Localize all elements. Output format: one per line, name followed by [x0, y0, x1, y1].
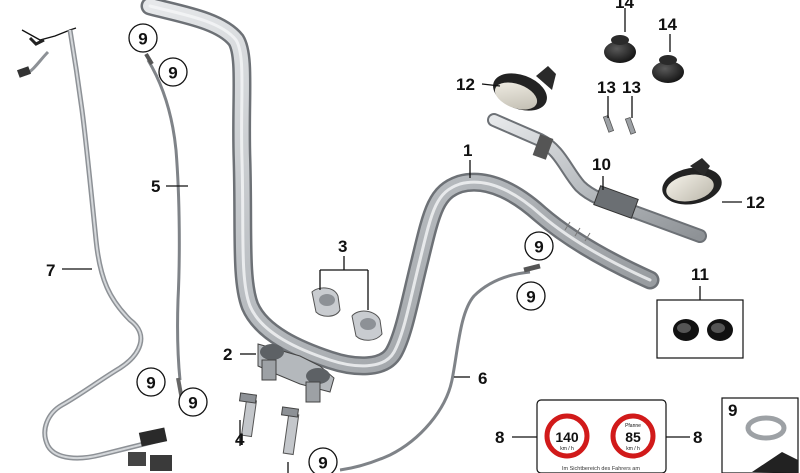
part-13-b: 13	[622, 78, 641, 97]
part-11: 11	[691, 265, 709, 284]
speed-unit-2: km / h	[626, 446, 640, 452]
clutch-cable	[144, 52, 184, 401]
callout-9-f-text: 9	[526, 288, 535, 307]
part-4: 4	[235, 430, 245, 449]
parts-box-11	[656, 299, 744, 359]
part-14-a: 14	[615, 0, 634, 12]
speed-limit-sign-2	[610, 413, 656, 459]
riser-bolts	[238, 392, 300, 456]
speed-2-label: Pfanne	[625, 423, 641, 429]
part-5: 5	[151, 177, 160, 196]
part-8-left: 8	[495, 428, 504, 447]
handlebar-end	[487, 113, 707, 243]
callout-9-c	[136, 367, 166, 397]
clamp-shells	[311, 287, 383, 341]
speed-limit-sign-1	[544, 413, 590, 459]
part-6: 6	[478, 369, 487, 388]
mirror-right	[662, 158, 722, 205]
speed-unit-1: km / h	[560, 446, 574, 452]
callout-9-a	[128, 23, 158, 53]
sign-caption: Im Sichtbereich des Fahrers am	[562, 466, 640, 472]
callout-9-b-text: 9	[168, 64, 177, 83]
part-8-right: 8	[693, 428, 702, 447]
callout-9-f	[516, 281, 546, 311]
handlebar	[140, 0, 660, 376]
callout-9-e	[524, 231, 554, 261]
riser-clamp	[257, 343, 335, 403]
callout-9-c-text: 9	[146, 374, 155, 393]
brake-line	[339, 263, 541, 472]
part-13-a: 13	[597, 78, 616, 97]
part-9-box: 9	[728, 401, 737, 420]
part-7: 7	[46, 261, 55, 280]
callout-9-g	[308, 447, 338, 473]
callout-9-e-text: 9	[534, 238, 543, 257]
part-3: 3	[338, 237, 347, 256]
part-14-b: 14	[658, 15, 677, 34]
callouts-9: 9 9 9 9 9 9 9	[128, 23, 554, 473]
speed-1-text: 140	[555, 429, 579, 445]
part-10: 10	[592, 155, 611, 174]
wiring-harness	[16, 27, 172, 471]
rubber-caps	[604, 35, 684, 83]
part-1: 1	[463, 141, 472, 160]
part-12-right: 12	[746, 193, 765, 212]
part-2: 2	[223, 345, 232, 364]
mirror-screws	[602, 114, 637, 135]
speed-sign-label: 140 km / h Pfanne 85 km / h Im Sichtbere…	[536, 399, 667, 473]
parts-box-9	[721, 397, 799, 473]
part-12-left: 12	[456, 75, 475, 94]
callout-9-b	[158, 57, 188, 87]
speed-2-text: 85	[625, 429, 641, 445]
leader-lines	[62, 8, 742, 473]
callout-9-d	[178, 387, 208, 417]
callout-9-g-text: 9	[318, 454, 327, 473]
mirror-left	[493, 66, 556, 111]
callout-9-d-text: 9	[188, 394, 197, 413]
callout-9-a-text: 9	[138, 30, 147, 49]
part-numbers: 1 2 3 4 5 6 7 8 8 9 10 11 12 12 13 13 14…	[46, 0, 765, 449]
